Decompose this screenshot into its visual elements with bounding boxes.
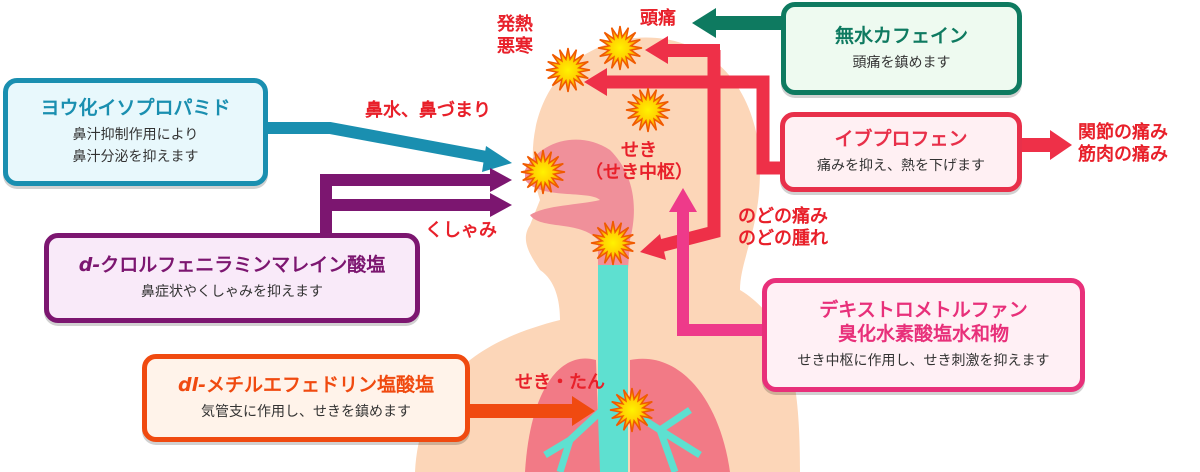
isopropamide-arrow [265, 122, 512, 172]
starburst-icon [597, 25, 643, 71]
caffeine-arrow [692, 8, 784, 38]
chlorpheniramine-box: d-クロルフェニラミンマレイン酸塩 鼻症状やくしゃみを抑えます [44, 233, 420, 323]
drug-desc: 痛みを抑え、熱を下げます [817, 158, 985, 174]
caffeine-box: 無水カフェイン 頭痛を鎮めます [781, 2, 1022, 95]
chlorpheniramine-arrows [320, 168, 512, 236]
drug-name: ヨウ化イソプロパミド [40, 97, 231, 119]
starburst-icon [520, 149, 566, 195]
starburst-icon [625, 87, 671, 133]
starburst-icon [590, 220, 636, 266]
drug-name: 無水カフェイン [834, 24, 968, 47]
ibuprofen-box: イブプロフェン 痛みを抑え、熱を下げます [780, 112, 1022, 192]
methylephedrine-arrow [465, 396, 595, 426]
symptom-headache: 頭痛 [640, 8, 676, 29]
dextromethorphan-arrow [669, 188, 765, 336]
symptom-nose: 鼻水、鼻づまり [365, 100, 491, 121]
pain-burst-icons [520, 25, 671, 433]
symptom-joint-muscle: 関節の痛み筋肉の痛み [1078, 122, 1168, 165]
methylephedrine-box: dl-メチルエフェドリン塩酸塩 気管支に作用し、せきを鎮めます [142, 354, 470, 442]
starburst-icon [545, 47, 591, 93]
drug-name: デキストロメトルファン臭化水素酸塩水和物 [819, 299, 1028, 345]
drug-desc: 気管支に作用し、せきを鎮めます [201, 404, 411, 420]
symptom-sneeze: くしゃみ [425, 220, 497, 241]
symptom-cough-center: せき（せき中枢） [585, 140, 693, 183]
ibuprofen-arrows [584, 36, 1072, 260]
isopropamide-box: ヨウ化イソプロパミド 鼻汁抑制作用により鼻汁分泌を抑えます [3, 78, 268, 186]
drug-desc: 鼻症状やくしゃみを抑えます [141, 284, 323, 300]
symptom-phlegm: せき・たん [515, 372, 605, 393]
starburst-icon [609, 387, 655, 433]
drug-desc: 頭痛を鎮めます [852, 54, 951, 71]
symptom-fever: 発熱悪寒 [497, 14, 533, 57]
drug-name: dl-メチルエフェドリン塩酸塩 [177, 374, 434, 396]
trachea [598, 265, 628, 472]
drug-desc: 鼻汁抑制作用により鼻汁分泌を抑えます [72, 127, 199, 165]
symptom-throat: のどの痛みのどの腫れ [738, 206, 828, 249]
drug-name: d-クロルフェニラミンマレイン酸塩 [78, 254, 386, 276]
drug-desc: せき中枢に作用し、せき刺激を抑えます [797, 353, 1050, 369]
drug-name: イブプロフェン [834, 128, 968, 150]
dextromethorphan-box: デキストロメトルファン臭化水素酸塩水和物 せき中枢に作用し、せき刺激を抑えます [762, 278, 1085, 392]
